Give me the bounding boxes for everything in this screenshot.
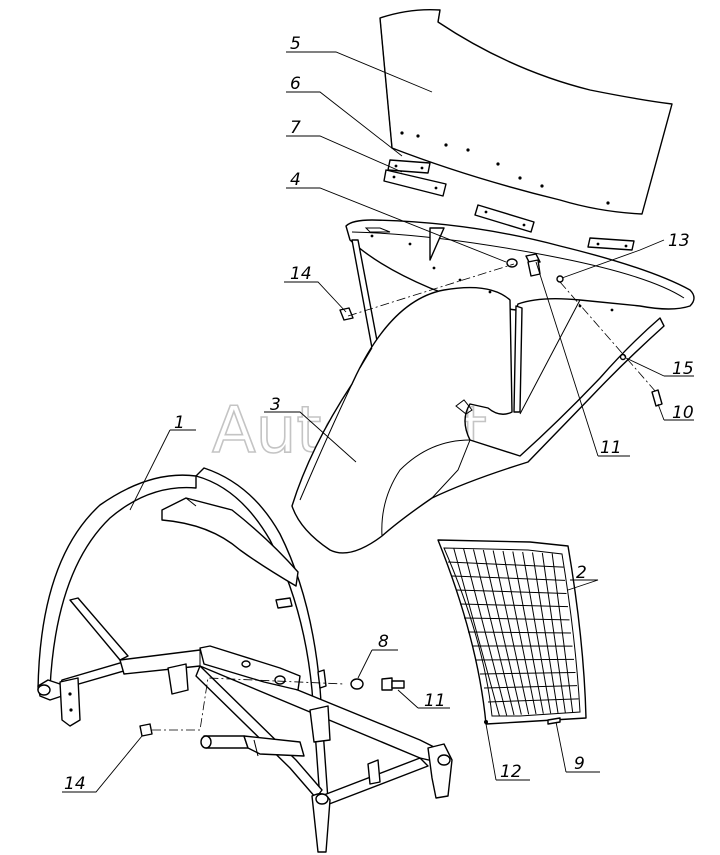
callout-5: 5 (290, 34, 301, 54)
callout-labels: 5 6 7 4 14 13 15 10 11 3 1 2 8 11 12 9 1… (64, 34, 694, 794)
part-6-short-strip (387, 159, 431, 174)
axis-line-lower (152, 677, 345, 731)
callout-14-upper: 14 (290, 264, 312, 284)
callout-7: 7 (290, 118, 301, 138)
callout-15: 15 (672, 359, 694, 379)
axis-line-upper (347, 263, 515, 317)
part-8-washer (350, 678, 364, 690)
strip-right (587, 237, 635, 251)
strip-middle (474, 204, 535, 233)
mesh-wire-horizontal (475, 658, 575, 661)
bolt-11-lower (381, 677, 405, 691)
callout-1: 1 (174, 413, 185, 433)
callout-12: 12 (500, 762, 522, 782)
callout-10: 10 (672, 403, 694, 423)
callout-2: 2 (576, 563, 587, 583)
part-2-mesh-grille (437, 539, 587, 725)
callout-3: 3 (270, 395, 281, 415)
mesh-wire-horizontal (459, 603, 569, 608)
part-15-washer (619, 353, 627, 361)
mesh-wire-horizontal (451, 575, 566, 581)
mesh-wire-horizontal (455, 589, 567, 594)
part-7-long-strip (383, 169, 447, 197)
mesh-wire-horizontal (447, 561, 564, 568)
part-3-funnel-hopper (291, 219, 695, 554)
nut-14-lower (139, 723, 153, 737)
mesh-wire-horizontal (479, 672, 576, 675)
leader-lines (62, 51, 694, 793)
callout-11-lower: 11 (424, 691, 446, 711)
mesh-wire-horizontal (463, 617, 570, 621)
mesh-wire-horizontal (483, 685, 578, 689)
callout-11-upper: 11 (600, 438, 622, 458)
callout-6: 6 (290, 74, 301, 94)
callout-4: 4 (290, 170, 301, 190)
part-10-bolt (651, 389, 663, 407)
bolt-11-upper (525, 253, 541, 277)
mesh-wire-horizontal (487, 698, 579, 703)
callout-13: 13 (668, 231, 690, 251)
part-4-washer (506, 258, 518, 268)
callout-8: 8 (378, 632, 389, 652)
part-1-fender-frame (37, 467, 453, 853)
mesh-wire-horizontal (467, 631, 572, 634)
axis-line-right (559, 281, 657, 393)
callout-9: 9 (574, 754, 585, 774)
part-5-deflector-panel (379, 8, 673, 215)
callout-14-lower: 14 (64, 774, 86, 794)
nut-14-upper (339, 307, 354, 321)
part-13-nut (556, 275, 564, 283)
